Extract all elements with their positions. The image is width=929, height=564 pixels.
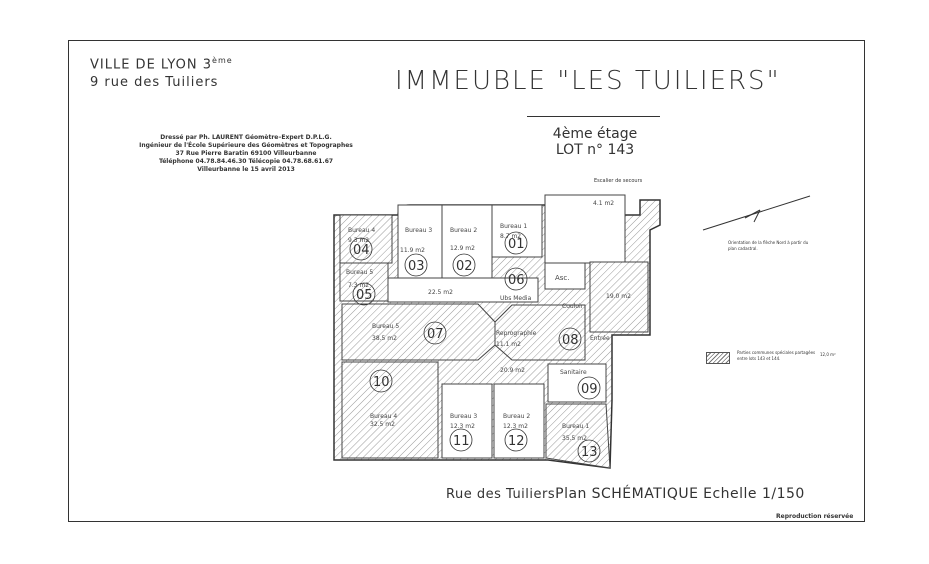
footer-plan: Plan [555, 486, 587, 502]
room-05-area: 7.3 m2 [348, 282, 369, 289]
room-11-name: Bureau 3 [450, 413, 477, 420]
room-07 [341, 303, 496, 361]
legend-text: Parties communes spéciales partagées ent… [737, 350, 816, 361]
small-area-label: 4.1 m2 [593, 200, 614, 207]
lot-02: 02 [456, 259, 473, 274]
room-04-area: 9.3 m2 [348, 237, 369, 244]
room-13-area: 35.5 m2 [562, 435, 587, 442]
lot-12: 12 [508, 434, 525, 449]
room-13 [545, 403, 611, 469]
lot-05: 05 [356, 288, 373, 303]
room-common [589, 261, 649, 333]
surveyor-line: Ingénieur de l'École Supérieure des Géom… [139, 142, 353, 149]
stair-label: Escalier de secours [594, 178, 643, 184]
city-sup: ème [212, 56, 233, 65]
footer-street: Rue des Tuiliers [446, 487, 556, 502]
lot-04: 04 [353, 243, 370, 258]
lot-13: 13 [581, 445, 598, 460]
room-13-name: Bureau 1 [562, 423, 589, 430]
room-01-area: 8.7 m2 [500, 233, 521, 240]
lot-circles: 04 03 02 01 05 06 07 08 09 10 11 12 13 [349, 231, 601, 463]
ubs-label: Ubs Media [500, 295, 532, 302]
room-08 [494, 304, 586, 361]
entree-label: Entrée [590, 335, 610, 342]
north-note: Orientation de la flèche Nord à partir d… [728, 240, 809, 251]
city-name: VILLE DE LYON 3 [90, 57, 213, 73]
room-03-area: 11.9 m2 [400, 247, 425, 254]
surveyor-line: 37 Rue Pierre Baratin 69100 Villeurbanne [175, 150, 317, 157]
room-05 [339, 262, 389, 302]
room-labels: Bureau 4 9.3 m2 Bureau 3 11.9 m2 Bureau … [346, 200, 631, 442]
surveyor-line: Dressé par Ph. LAURENT Géomètre–Expert D… [160, 134, 332, 141]
north-arrow-head [744, 209, 761, 223]
room-07-name: Bureau 5 [372, 323, 399, 330]
floor-level: 4ème étage [552, 126, 638, 142]
room-02-area: 12.9 m2 [450, 245, 475, 252]
legend-swatch [706, 352, 730, 364]
room-08-area: 11.1 m2 [496, 341, 521, 348]
lot-10: 10 [373, 375, 390, 390]
room-02-name: Bureau 2 [450, 227, 477, 234]
title-underline [527, 116, 660, 117]
footer-scale: Echelle 1/150 [703, 486, 805, 502]
reproduction-note: Reproduction réservée [776, 513, 854, 520]
room-03-name: Bureau 3 [405, 227, 432, 234]
room-01 [491, 204, 543, 258]
common-area-label: 19.0 m2 [606, 293, 631, 300]
page-title: IMMEUBLE "LES TUILIERS" [395, 66, 781, 96]
room-10 [341, 361, 439, 459]
room-04-name: Bureau 4 [348, 227, 375, 234]
lot-number: LOT n° 143 [555, 142, 635, 158]
footer-schematic: SCHÉMATIQUE [591, 486, 699, 502]
room-06 [387, 277, 539, 303]
lot-07: 07 [427, 327, 444, 342]
room-12 [493, 383, 545, 459]
room-12-name: Bureau 2 [503, 413, 530, 420]
room-10-name: Bureau 4 [370, 413, 397, 420]
room-11 [441, 383, 493, 459]
surveyor-line: Téléphone 04.78.84.46.30 Télécopie 04.78… [158, 158, 334, 165]
couloir-label: Couloir [562, 303, 584, 310]
room-08-name: Reprographie [496, 330, 537, 337]
lot-08: 08 [562, 333, 579, 348]
north-arrow [702, 195, 811, 231]
surveyor-block: Dressé par Ph. LAURENT Géomètre–Expert D… [96, 134, 396, 174]
lot-01: 01 [508, 237, 525, 252]
lot-06: 06 [508, 273, 525, 288]
room-09-area: 20.9 m2 [500, 367, 525, 374]
legend-value: 12,0 m² [820, 352, 836, 357]
room-07-area: 38.5 m2 [372, 335, 397, 342]
drawing-frame [68, 40, 865, 522]
room-11-area: 12.3 m2 [450, 423, 475, 430]
surveyor-line: Villeurbanne le 15 avril 2013 [197, 166, 295, 173]
lot-03: 03 [408, 259, 425, 274]
room-06-area: 22.5 m2 [428, 289, 453, 296]
room-09-name: Sanitaire [560, 369, 587, 376]
room-05-name: Bureau 5 [346, 269, 373, 276]
lift-box [544, 262, 586, 290]
city-block: VILLE DE LYON 3ème 9 rue des Tuiliers [90, 52, 233, 92]
room-01-name: Bureau 1 [500, 223, 527, 230]
floor-block: 4ème étage LOT n° 143 [530, 126, 660, 158]
lot-09: 09 [581, 382, 598, 397]
room-02 [441, 204, 493, 279]
lift-label: Asc. [555, 274, 570, 282]
address: 9 rue des Tuiliers [90, 75, 219, 91]
room-10-area: 32.5 m2 [370, 421, 395, 428]
room-12-area: 12.3 m2 [503, 423, 528, 430]
footer: Rue des TuiliersPlan SCHÉMATIQUE Echelle… [446, 486, 805, 502]
stair-block [544, 194, 626, 264]
lot-11: 11 [453, 434, 470, 449]
